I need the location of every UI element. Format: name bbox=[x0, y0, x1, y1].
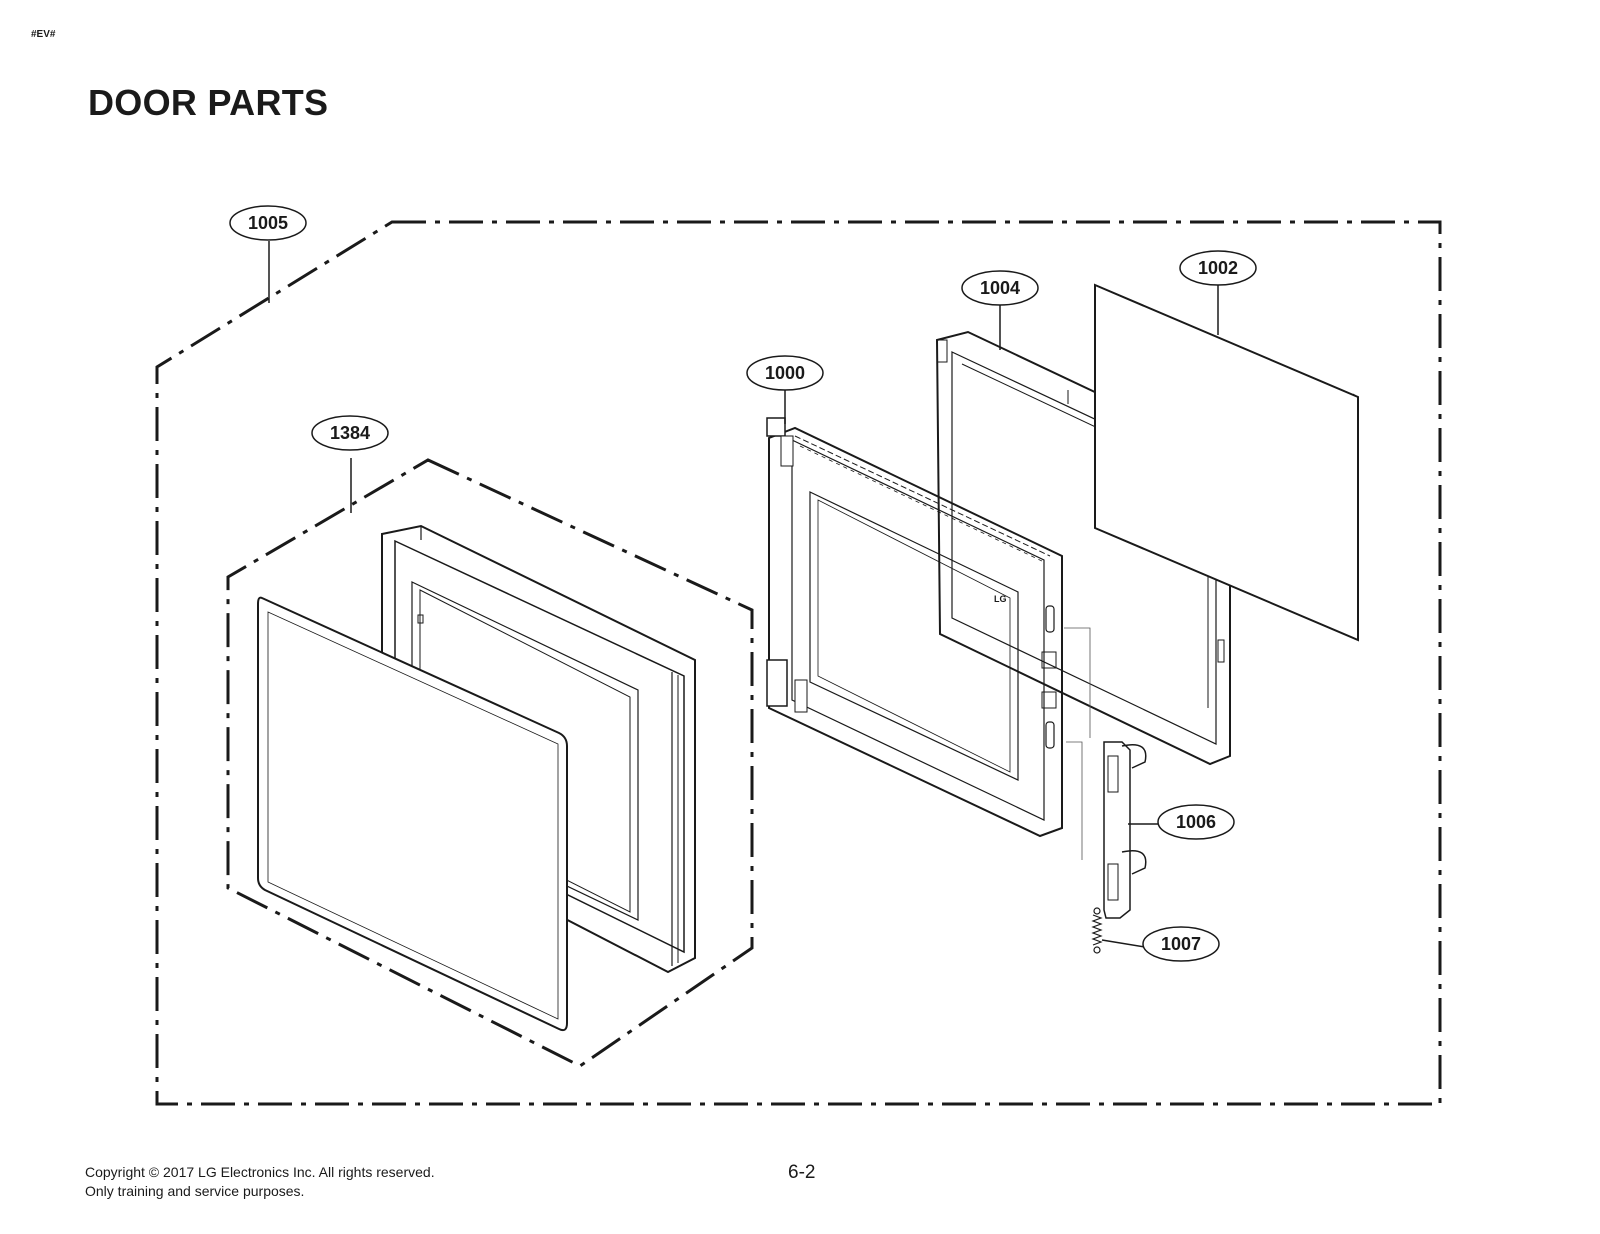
leader-lines bbox=[268, 241, 1219, 948]
callout-1000: 1000 bbox=[746, 355, 824, 391]
copyright-line: Copyright © 2017 LG Electronics Inc. All… bbox=[85, 1164, 435, 1180]
page-number: 6-2 bbox=[788, 1162, 816, 1183]
usage-line: Only training and service purposes. bbox=[85, 1183, 305, 1199]
svg-text:1004: 1004 bbox=[980, 278, 1020, 298]
document-tag: #EV# bbox=[31, 29, 56, 40]
copyright-notice: Copyright © 2017 LG Electronics Inc. All… bbox=[85, 1163, 435, 1201]
subassembly-boundary-1384 bbox=[226, 458, 754, 1068]
page-title: DOOR PARTS bbox=[88, 82, 329, 123]
callout-1005: 1005 bbox=[229, 205, 307, 241]
latch-hook bbox=[1103, 741, 1147, 919]
door-brand-mark: LG bbox=[994, 594, 1007, 604]
callout-1006: 1006 bbox=[1157, 804, 1235, 840]
callout-1004: 1004 bbox=[961, 270, 1039, 306]
svg-text:1006: 1006 bbox=[1176, 812, 1216, 832]
callout-1384: 1384 bbox=[311, 415, 389, 451]
inner-door-frame bbox=[766, 417, 1063, 838]
svg-text:1384: 1384 bbox=[330, 423, 370, 443]
callout-1002: 1002 bbox=[1179, 250, 1257, 286]
svg-text:1002: 1002 bbox=[1198, 258, 1238, 278]
latch-spring bbox=[1091, 907, 1103, 954]
assembly-boundary-1005 bbox=[155, 220, 1442, 1106]
door-screen-panel bbox=[1094, 283, 1359, 642]
svg-text:1005: 1005 bbox=[248, 213, 288, 233]
svg-text:1000: 1000 bbox=[765, 363, 805, 383]
svg-text:1007: 1007 bbox=[1161, 934, 1201, 954]
callout-1007: 1007 bbox=[1142, 926, 1220, 962]
door-front-panel bbox=[257, 596, 568, 1032]
